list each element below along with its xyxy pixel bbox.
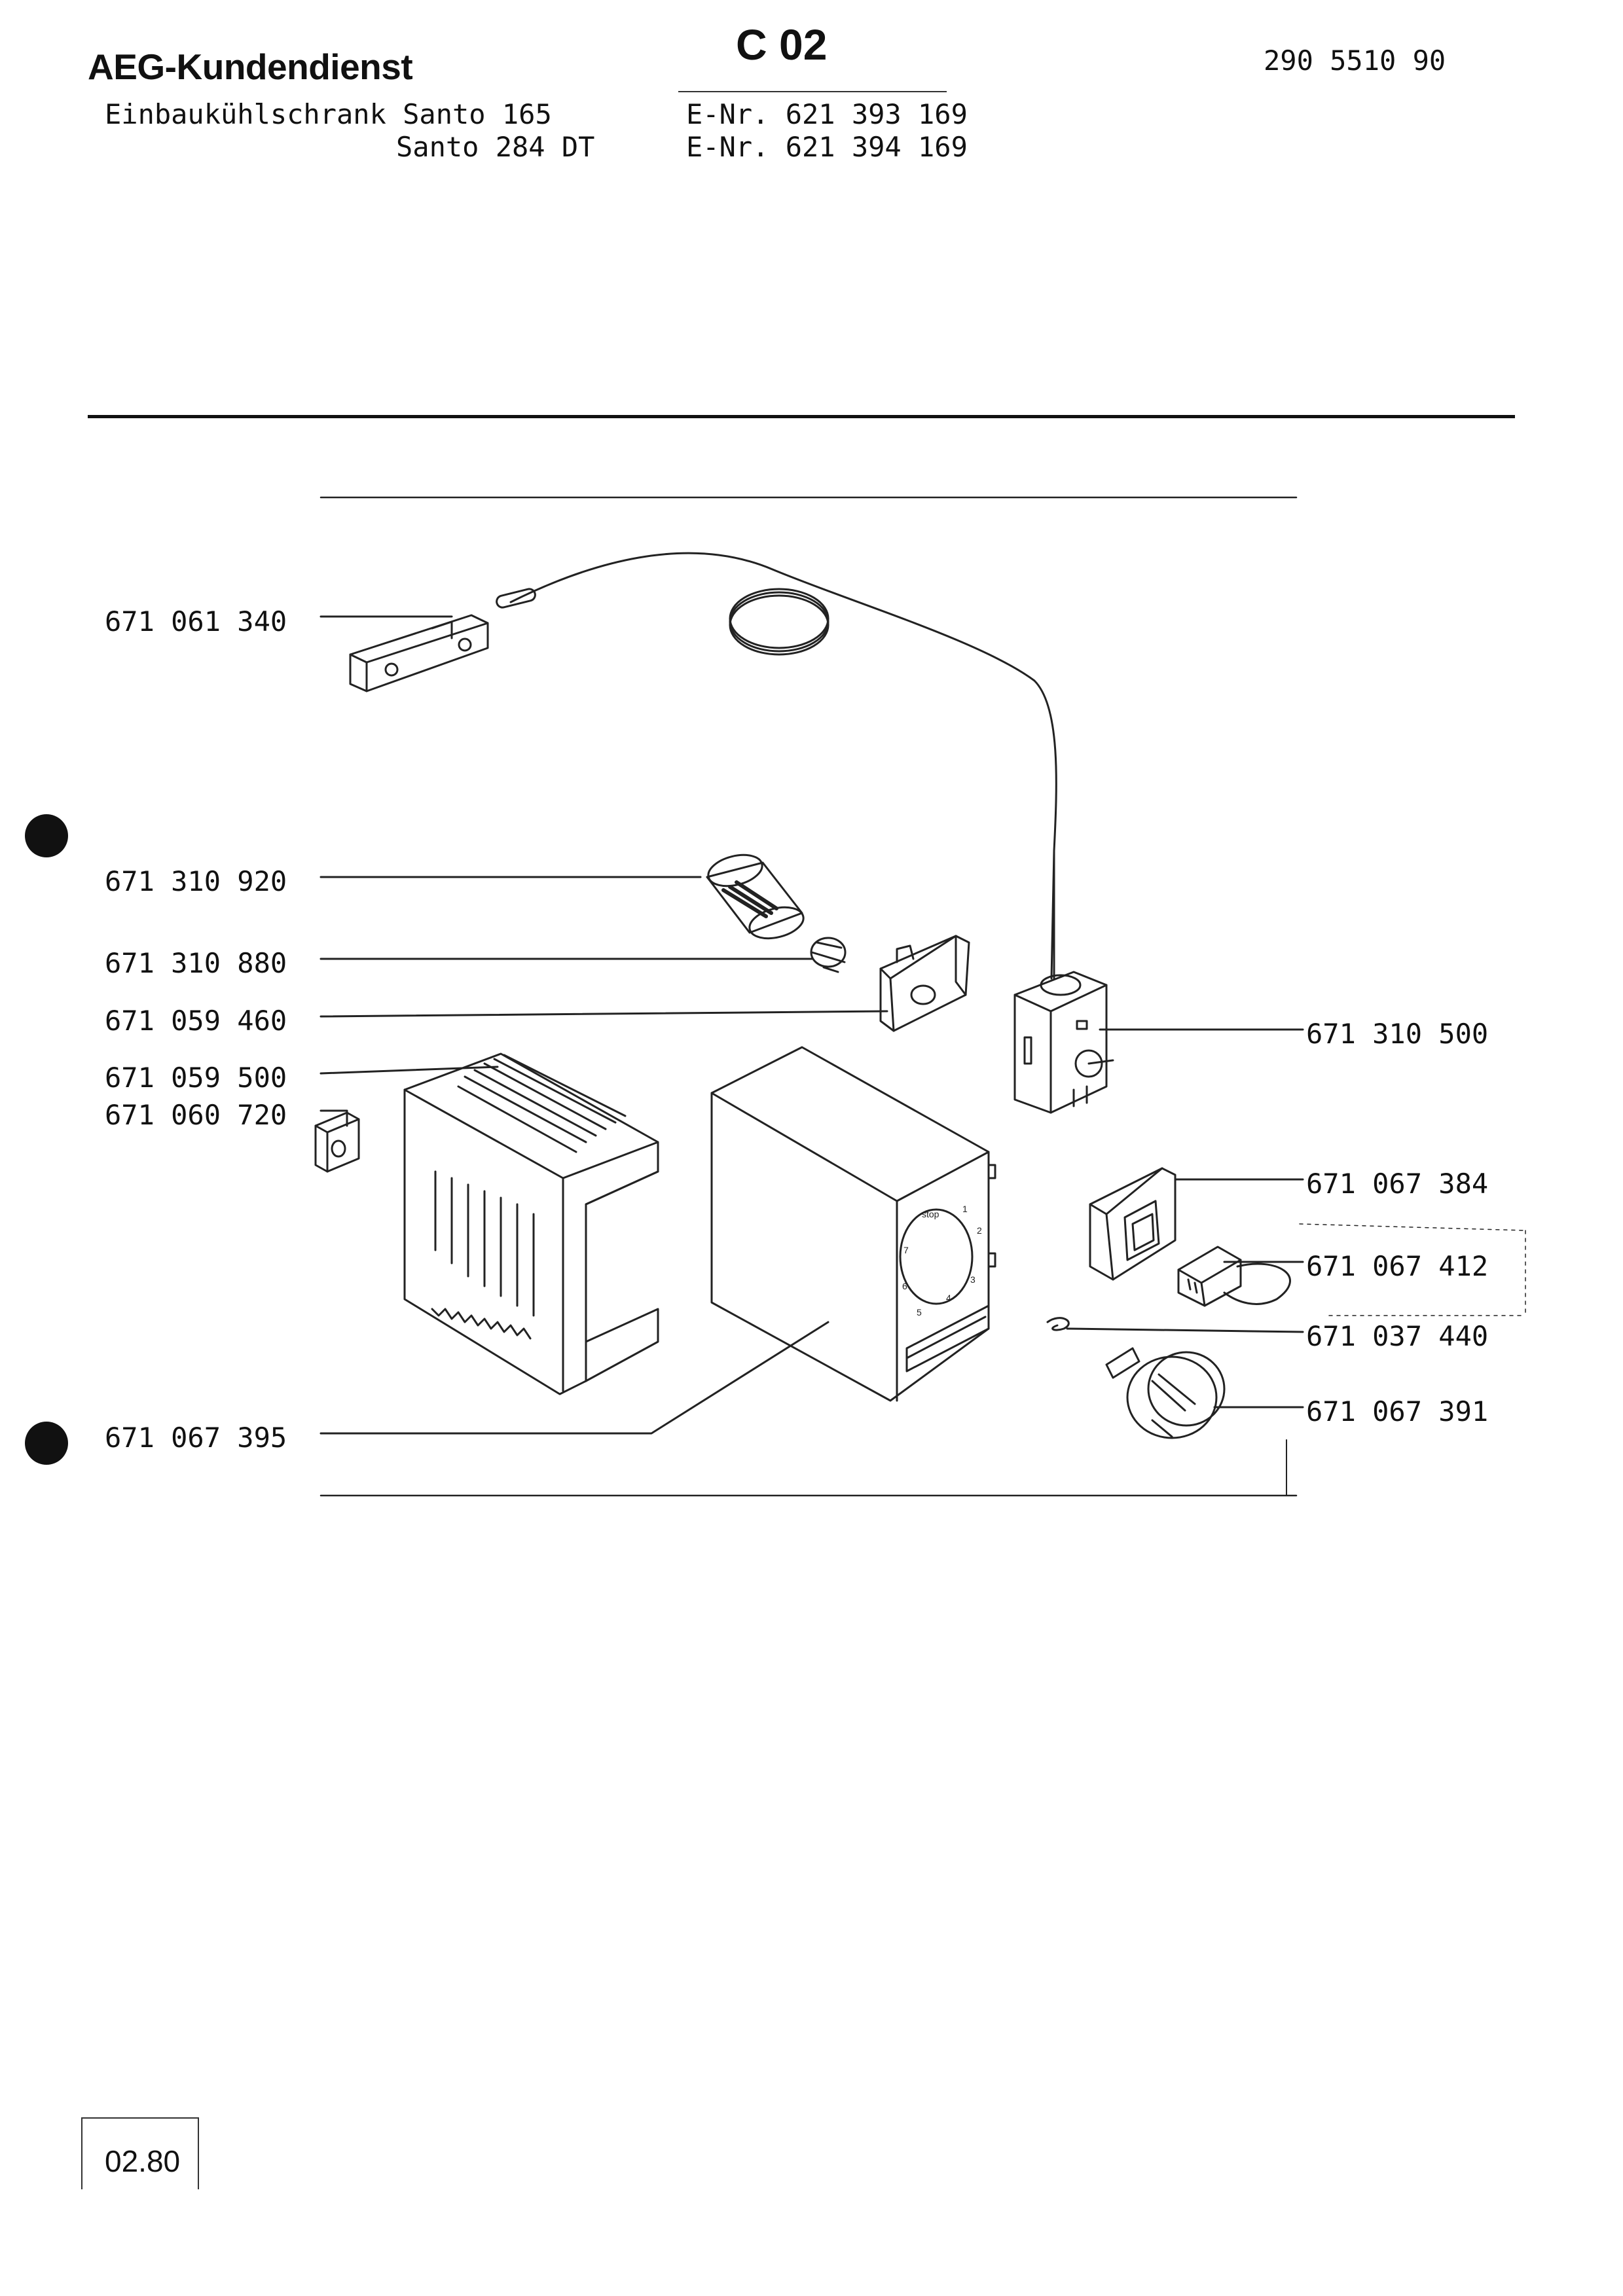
small-clip — [314, 1111, 360, 1173]
light-switch — [1177, 1246, 1291, 1307]
document-number: 290 5510 90 — [1264, 45, 1446, 77]
enr-1: E-Nr. 621 393 169 — [686, 98, 968, 130]
part-number-label: 671 067 384 — [1306, 1168, 1489, 1200]
control-housing — [710, 1046, 996, 1402]
dial-label-1: 1 — [962, 1204, 968, 1214]
thermostat — [1013, 971, 1114, 1114]
model-line-1: Einbaukühlschrank Santo 165 — [105, 98, 552, 130]
part-number-label: 671 059 460 — [105, 1005, 287, 1037]
dial-label-7: 7 — [903, 1245, 909, 1255]
dial-label-5: 5 — [917, 1307, 922, 1318]
punch-hole-bottom — [25, 1422, 68, 1465]
lamp-cover — [403, 1052, 659, 1395]
leader-lines-left — [319, 615, 888, 1435]
leader-lines-right — [1066, 1028, 1304, 1408]
date-code: 02.80 — [105, 2144, 181, 2178]
dial-label-3: 3 — [970, 1274, 976, 1285]
model-line-2: Santo 284 DT — [396, 131, 595, 163]
part-number-label: 671 067 391 — [1306, 1395, 1489, 1427]
part-number-label: 671 037 440 — [1306, 1320, 1489, 1352]
brand-title: AEG-Kundendienst — [88, 46, 413, 87]
part-number-label: 671 067 412 — [1306, 1250, 1489, 1282]
lamp-bulb — [810, 937, 847, 973]
switch-frame — [1089, 1167, 1176, 1281]
enr-divider — [678, 91, 947, 92]
part-number-label: 671 059 500 — [105, 1062, 287, 1094]
date-box — [81, 2117, 199, 2189]
dial-label-4: 4 — [946, 1293, 951, 1303]
enr-2: E-Nr. 621 394 169 — [686, 131, 968, 163]
lamp-holder — [706, 853, 805, 940]
part-number-label: 671 061 340 — [105, 605, 287, 637]
part-number-label: 671 060 720 — [105, 1099, 287, 1131]
header-rule — [88, 415, 1515, 418]
dial-label-6: 6 — [902, 1281, 907, 1291]
capillary-clip — [349, 614, 489, 692]
part-number-label: 671 310 920 — [105, 865, 287, 897]
part-number-label: 671 310 500 — [1306, 1018, 1489, 1050]
spring-clip — [1046, 1317, 1070, 1331]
dial-label-stop: stop — [922, 1209, 939, 1219]
thermostat-knob — [1105, 1347, 1226, 1439]
lamp-bracket — [879, 935, 970, 1032]
punch-hole-top — [25, 814, 68, 857]
section-code: C 02 — [736, 20, 828, 69]
dial-markings: stop 1 2 3 4 5 6 7 — [902, 1204, 982, 1318]
dial-label-2: 2 — [977, 1225, 982, 1236]
part-number-label: 671 310 880 — [105, 947, 287, 979]
part-number-label: 671 067 395 — [105, 1422, 287, 1454]
